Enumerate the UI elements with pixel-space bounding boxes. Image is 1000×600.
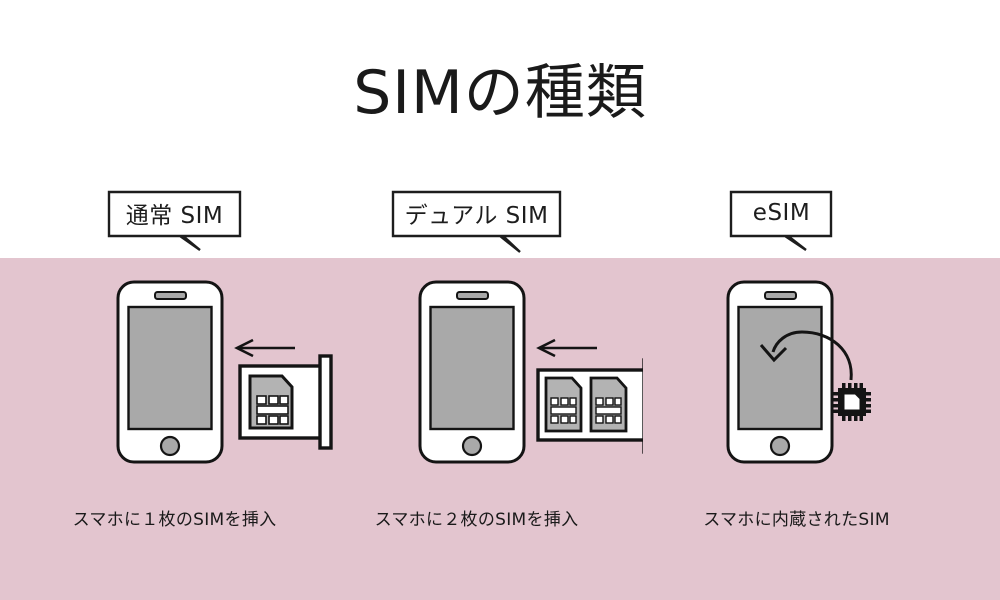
phone-with-embedded-chip-icon <box>726 280 871 464</box>
speech-bubble-shape <box>391 190 562 253</box>
caption-dual-sim: スマホに２枚のSIMを挿入 <box>374 510 579 530</box>
label-bubble-dual-sim: デュアル SIM <box>310 190 643 253</box>
scene-dual-sim <box>310 270 657 485</box>
phone-speaker <box>764 291 797 300</box>
arrow-left-icon <box>536 338 597 358</box>
column-esim: eSIM <box>640 0 973 600</box>
sim-contacts <box>256 395 289 425</box>
phone-speaker <box>154 291 187 300</box>
phone-home-button <box>159 435 181 457</box>
curved-arrow-into-phone-icon <box>759 330 853 381</box>
sim-contacts <box>550 397 577 424</box>
column-dual-sim: デュアル SIM <box>310 0 657 600</box>
sim-card-1 <box>544 376 583 433</box>
phone-screen <box>127 305 213 431</box>
sim-card-2 <box>589 376 628 433</box>
scene-normal-sim <box>8 270 341 485</box>
phone-screen <box>737 305 823 431</box>
phone-with-single-sim-tray-icon <box>116 280 333 464</box>
sim-contacts <box>595 397 622 424</box>
phone-home-button <box>769 435 791 457</box>
caption-normal-sim: スマホに１枚のSIMを挿入 <box>72 510 277 530</box>
label-bubble-esim: eSIM <box>640 190 973 252</box>
phone-screen <box>429 305 515 431</box>
speech-bubble-shape <box>107 190 242 251</box>
phone-with-dual-sim-tray-icon <box>418 280 657 464</box>
arrow-left-icon <box>234 338 295 358</box>
scene-esim <box>640 270 973 485</box>
page-title: SIMの種類 <box>353 58 647 128</box>
sim-tray <box>536 358 657 454</box>
speech-bubble-shape <box>729 190 833 251</box>
phone-speaker <box>456 291 489 300</box>
sim-tray-handle <box>318 354 333 450</box>
esim-chip <box>833 383 871 421</box>
column-normal-sim: 通常 SIM <box>8 0 341 600</box>
phone-home-button <box>461 435 483 457</box>
caption-esim: スマホに内蔵されたSIM <box>703 510 890 530</box>
label-bubble-normal-sim: 通常 SIM <box>8 190 341 252</box>
sim-tray <box>238 354 333 450</box>
